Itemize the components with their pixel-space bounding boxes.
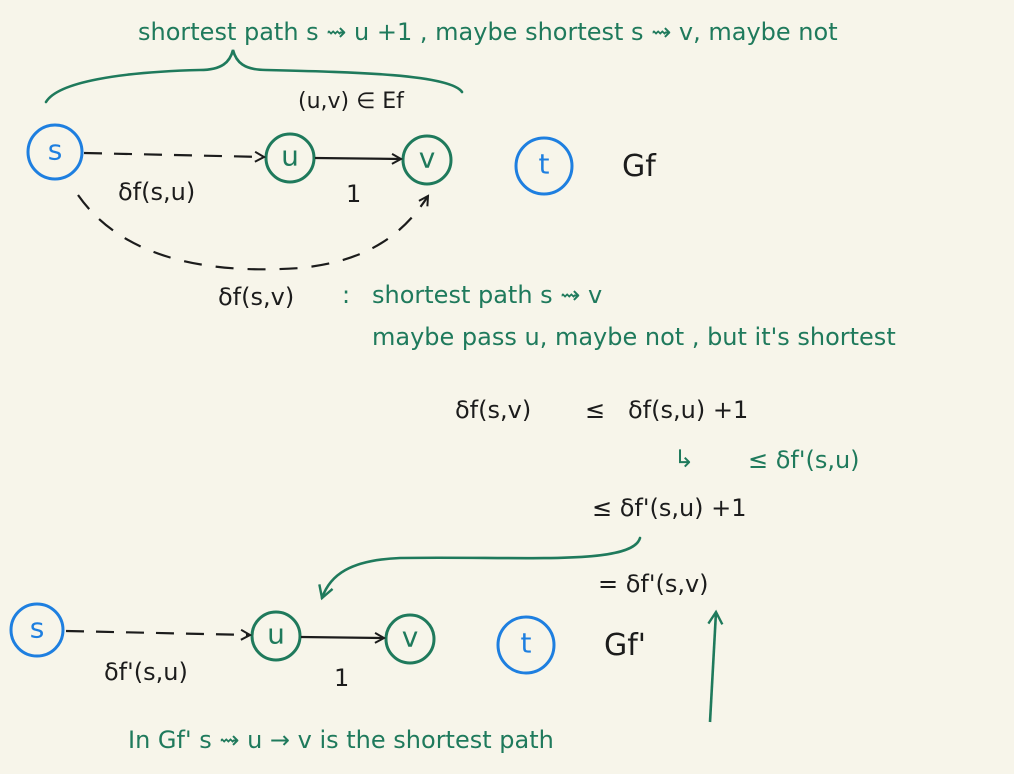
svg-text:u: u xyxy=(281,140,299,173)
derivation-line1-right: δf(s,u) +1 xyxy=(628,396,748,424)
bottom-node-u: u xyxy=(250,610,302,662)
bottom-node-t: t xyxy=(496,615,556,675)
bottom-dashed-s-u xyxy=(65,631,250,635)
svg-text:t: t xyxy=(521,627,532,660)
derivation-side-arrow: ↳ xyxy=(674,445,694,473)
top-edge-weight: 1 xyxy=(346,180,361,208)
svg-text:v: v xyxy=(402,621,419,654)
top-node-u: u xyxy=(264,132,316,184)
top-delta-su: δf(s,u) xyxy=(118,178,195,206)
derivation-line2: ≤ δf'(s,u) +1 xyxy=(592,494,747,522)
derivation-line3: = δf'(s,v) xyxy=(598,570,709,598)
top-annotation: shortest path s ⇝ u +1 , maybe shortest … xyxy=(138,18,838,46)
top-node-v: v xyxy=(401,134,453,186)
bottom-graph-label: Gf' xyxy=(604,628,646,663)
vertical-arrow-up xyxy=(710,612,716,723)
bottom-edge-u-v xyxy=(300,637,384,638)
svg-text:v: v xyxy=(419,142,436,175)
derivation-line1-left: δf(s,v) xyxy=(455,396,531,424)
derivation-line1-op: ≤ xyxy=(585,396,605,424)
top-colon: : xyxy=(342,281,350,309)
svg-text:s: s xyxy=(48,134,63,167)
top-sv-note-line2: maybe pass u, maybe not , but it's short… xyxy=(372,323,896,351)
top-sv-note-line1: shortest path s ⇝ v xyxy=(372,281,602,309)
curly-brace xyxy=(44,49,464,104)
top-edge-label: (u,v) ∈ Ef xyxy=(298,89,405,114)
top-node-t: t xyxy=(514,136,574,196)
bottom-edge-weight: 1 xyxy=(334,664,349,692)
top-dashed-s-u xyxy=(83,153,264,157)
bottom-node-v: v xyxy=(384,613,436,665)
svg-text:t: t xyxy=(539,148,550,181)
bottom-node-s: s xyxy=(9,602,65,658)
bottom-delta-su: δf'(s,u) xyxy=(104,658,188,686)
bottom-conclusion: In Gf' s ⇝ u → v is the shortest path xyxy=(128,726,554,754)
top-dashed-s-v xyxy=(77,195,428,271)
curved-arrow-to-bottom-u xyxy=(322,536,642,598)
top-edge-u-v xyxy=(314,158,401,159)
top-delta-sv: δf(s,v) xyxy=(218,283,294,311)
top-graph-label: Gf xyxy=(622,149,657,184)
svg-text:u: u xyxy=(267,618,285,651)
top-node-s: s xyxy=(26,123,84,181)
svg-text:s: s xyxy=(30,612,45,645)
derivation-side-note: ≤ δf'(s,u) xyxy=(748,446,860,474)
